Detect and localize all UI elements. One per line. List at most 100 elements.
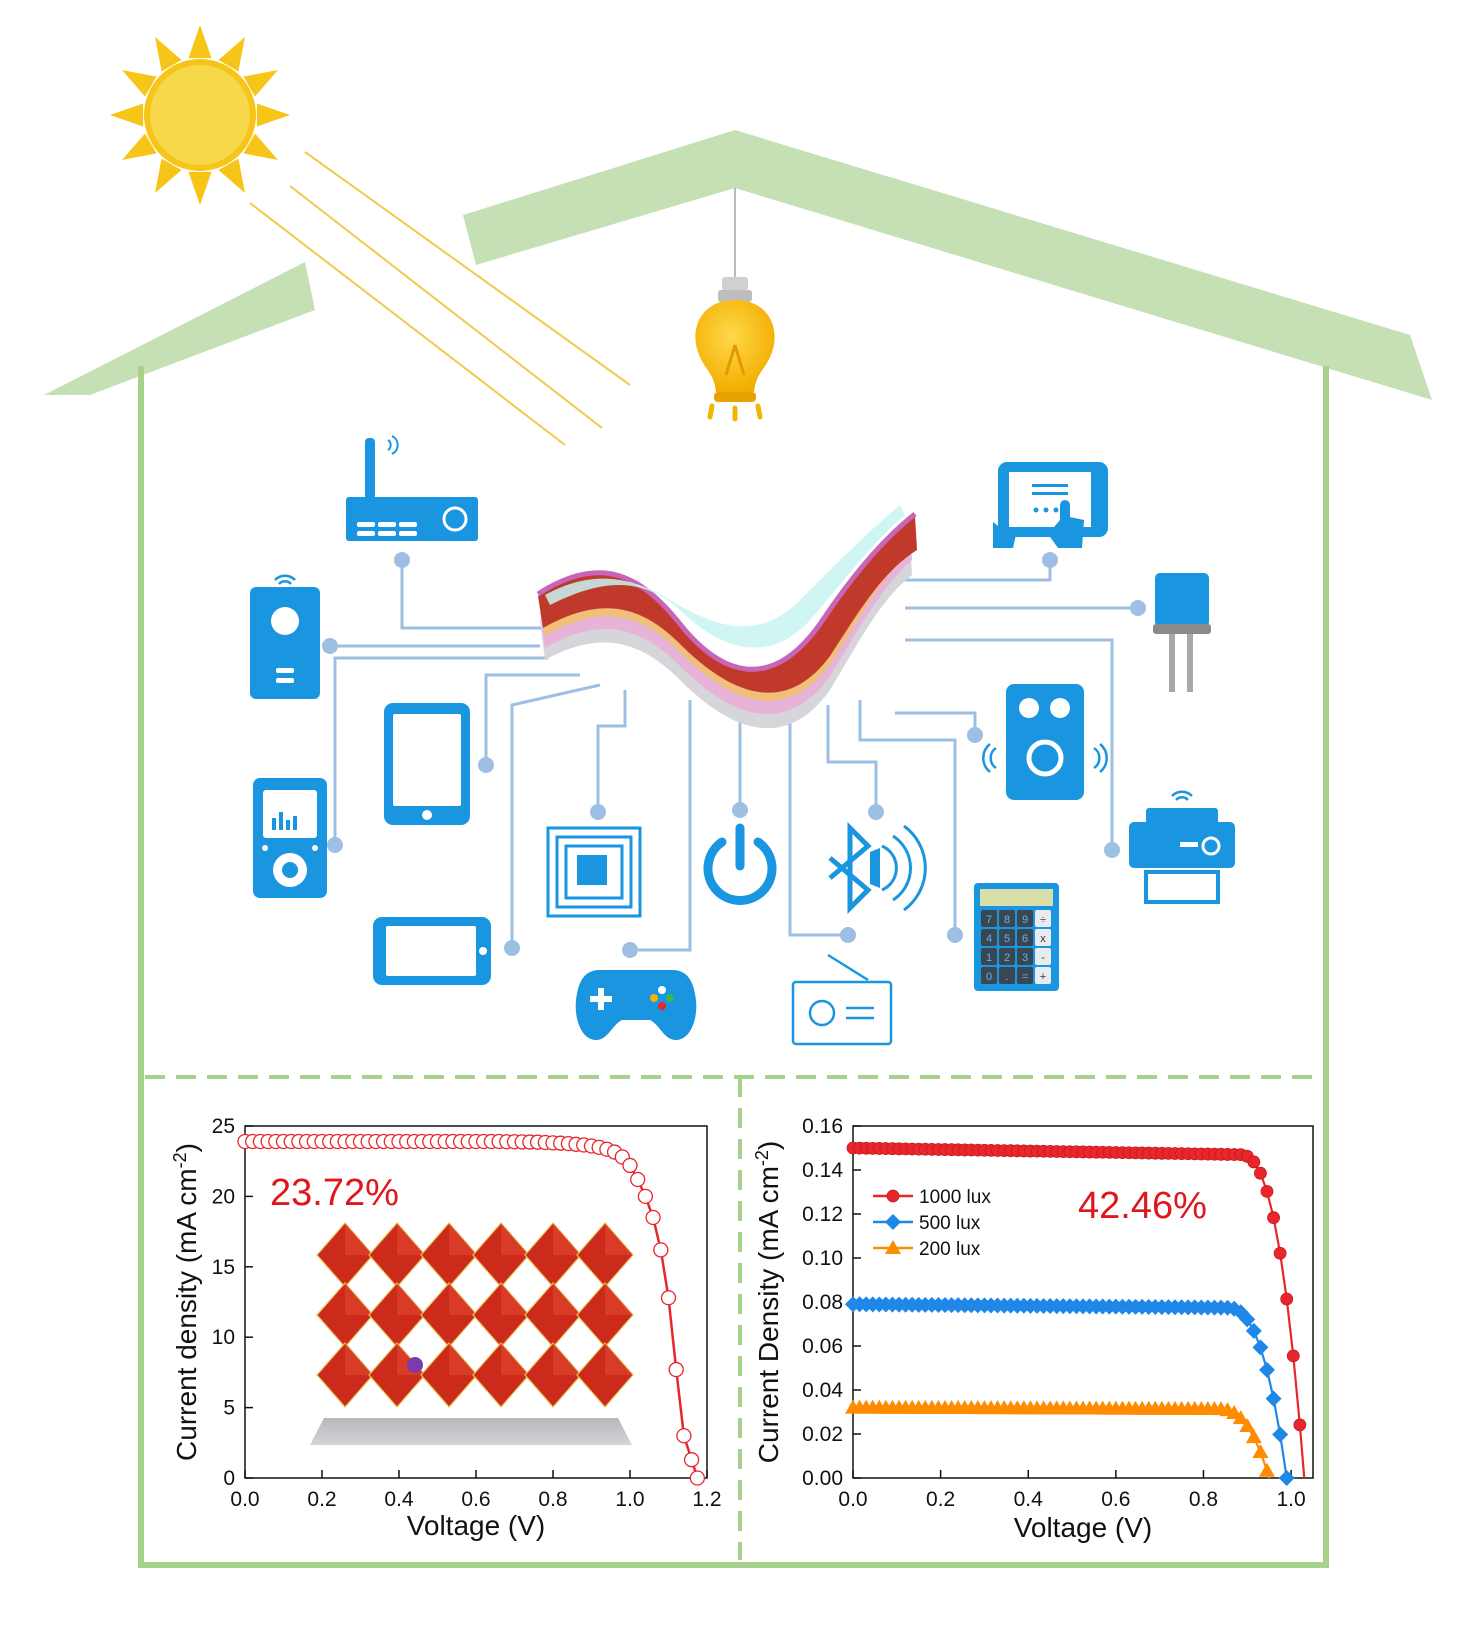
data-point xyxy=(630,1171,646,1188)
legend-label: 500 lux xyxy=(919,1213,981,1234)
calculator-key xyxy=(1017,967,1033,984)
calculator-key-label: 1 xyxy=(986,952,992,964)
sun-ray xyxy=(256,103,290,127)
octahedron-face xyxy=(397,1283,425,1315)
octahedron-face xyxy=(501,1343,529,1375)
calculator-key xyxy=(981,967,997,984)
calculator-key-label: 2 xyxy=(1004,952,1010,964)
calculator-key xyxy=(1017,948,1033,965)
router-icon xyxy=(346,435,478,541)
octahedron-face xyxy=(501,1223,529,1255)
x-tick-label: 1.0 xyxy=(1276,1488,1305,1511)
y-tick-label: 20 xyxy=(212,1185,235,1208)
data-point xyxy=(1286,1349,1300,1363)
data-point xyxy=(1293,1418,1307,1432)
chart1-xlabel: Voltage (V) xyxy=(407,1510,546,1541)
calculator-key xyxy=(999,929,1015,946)
calculator-key-label: . xyxy=(1005,971,1008,983)
data-point xyxy=(1252,1339,1269,1356)
data-point xyxy=(1239,1311,1256,1328)
calculator-key xyxy=(999,948,1015,965)
y-tick-label: 0.04 xyxy=(802,1379,843,1402)
house xyxy=(44,130,1432,1568)
data-point xyxy=(683,1452,700,1468)
data-point xyxy=(885,1214,901,1230)
chart1-efficiency-label: 23.72% xyxy=(270,1172,399,1214)
data-point xyxy=(668,1361,684,1378)
octahedron-face xyxy=(553,1283,581,1315)
tablet-icon xyxy=(384,703,470,825)
octahedron-face xyxy=(553,1223,581,1255)
chart2-xlabel: Voltage (V) xyxy=(1014,1512,1153,1543)
y-tick-label: 0.10 xyxy=(802,1247,843,1270)
capacitor-icon xyxy=(1153,573,1211,692)
sun-ray xyxy=(218,37,245,72)
calculator-key-label: ÷ xyxy=(1040,914,1046,926)
y-tick-label: 0.02 xyxy=(802,1423,843,1446)
x-tick-label: 0.8 xyxy=(1189,1488,1218,1511)
data-point xyxy=(1245,1322,1262,1339)
y-tick-label: 25 xyxy=(212,1115,235,1138)
data-point xyxy=(1260,1184,1274,1198)
x-tick-label: 0.2 xyxy=(307,1488,336,1511)
y-tick-label: 0.00 xyxy=(802,1467,843,1490)
calculator-key-label: = xyxy=(1022,971,1028,983)
x-tick-label: 0.6 xyxy=(461,1488,490,1511)
octahedron-face xyxy=(345,1343,373,1375)
chart1-ylabel: Current density (mA cm-2) xyxy=(170,1143,202,1461)
roof-right xyxy=(463,130,1432,400)
house-wall-right xyxy=(1323,366,1329,1566)
data-point xyxy=(1245,1429,1262,1444)
y-tick-label: 10 xyxy=(212,1326,235,1349)
chart2-efficiency-label: 42.46% xyxy=(1078,1185,1207,1227)
data-point xyxy=(1272,1426,1289,1443)
perovskite-crystal-inset xyxy=(310,1222,634,1445)
series-line xyxy=(852,1303,1288,1479)
series-line xyxy=(852,1406,1271,1479)
radio-icon xyxy=(791,953,893,1046)
sun-ray xyxy=(122,133,157,160)
data-point xyxy=(1280,1292,1294,1306)
light-bulb-icon xyxy=(695,188,775,422)
power-button-icon xyxy=(703,823,777,905)
bluetooth-icon xyxy=(828,821,927,915)
data-point xyxy=(1239,1417,1256,1432)
house-wall-left xyxy=(138,366,144,1566)
octahedron-face xyxy=(345,1223,373,1255)
data-point xyxy=(1247,1155,1261,1169)
house-floor xyxy=(138,1562,1329,1568)
calculator-key-label: 3 xyxy=(1022,952,1028,964)
y-tick-label: 15 xyxy=(212,1256,235,1279)
octahedron-face xyxy=(449,1283,477,1315)
octahedron-face xyxy=(397,1223,425,1255)
octahedron-face xyxy=(605,1283,633,1315)
touch-tablet-icon xyxy=(993,462,1108,548)
calculator-key-label: + xyxy=(1040,971,1046,983)
calculator-key xyxy=(1035,948,1051,965)
data-point xyxy=(886,1189,900,1203)
sun-icon xyxy=(110,25,290,205)
data-point xyxy=(1232,1410,1249,1425)
legend-label: 1000 lux xyxy=(919,1187,991,1208)
x-tick-label: 1.0 xyxy=(615,1488,644,1511)
calculator-key xyxy=(1035,967,1051,984)
calculator-key-label: 7 xyxy=(986,914,992,926)
calculator-key xyxy=(981,910,997,927)
data-point xyxy=(622,1157,638,1174)
calculator-key xyxy=(1017,910,1033,927)
data-point xyxy=(1254,1166,1267,1180)
calculator-key-label: 9 xyxy=(1022,914,1028,926)
y-tick-label: 0.06 xyxy=(802,1335,843,1358)
octahedron-face xyxy=(449,1223,477,1255)
octahedron-face xyxy=(345,1283,373,1315)
x-tick-label: 0.4 xyxy=(1014,1488,1044,1511)
y-tick-label: 0.16 xyxy=(802,1115,843,1138)
mp3-player-icon xyxy=(253,778,327,898)
data-point xyxy=(637,1188,654,1205)
data-point xyxy=(1259,1462,1275,1477)
octahedron-face xyxy=(553,1343,581,1375)
data-point xyxy=(653,1242,669,1258)
